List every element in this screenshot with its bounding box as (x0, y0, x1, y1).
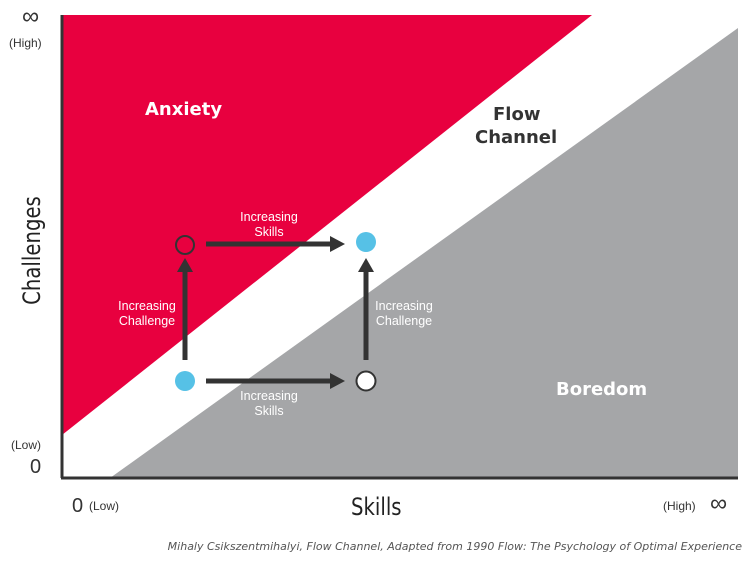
x-axis-title: Skills (351, 493, 402, 521)
bottom-increasing-skills-line2: Skills (254, 404, 284, 418)
node-bottom-left (175, 371, 195, 391)
y-axis-title: Challenges (18, 196, 46, 305)
right-increasing-challenge-line1: Increasing (375, 299, 433, 313)
caption: Mihaly Csikszentmihalyi, Flow Channel, A… (167, 540, 742, 553)
left-increasing-challenge: Increasing Challenge (108, 299, 186, 329)
anxiety-region (62, 15, 592, 435)
boredom-region (110, 28, 738, 478)
arrows (177, 236, 374, 389)
x-high-label: (High) (663, 499, 696, 513)
x-high-symbol: ∞ (710, 490, 728, 517)
y-low-label: (Low) (11, 438, 42, 452)
left-increasing-challenge-line1: Increasing (118, 299, 176, 313)
flow-channel-label-line1: Flow (493, 104, 541, 125)
bottom-increasing-skills-line1: Increasing (240, 389, 298, 403)
boredom-label: Boredom (556, 379, 648, 400)
x-low-label: (Low) (89, 499, 120, 513)
y-high-symbol: ∞ (22, 3, 40, 30)
node-bottom-right (355, 370, 377, 392)
flow-channel-label-line2: Channel (475, 127, 558, 148)
bottom-increasing-skills: Increasing Skills (230, 389, 308, 419)
node-top-left (175, 235, 195, 255)
y-zero-label: 0 (30, 456, 42, 478)
top-increasing-skills-line1: Increasing (240, 210, 298, 224)
right-increasing-challenge: Increasing Challenge (365, 299, 443, 329)
top-increasing-skills: Increasing Skills (230, 210, 308, 240)
node-top-right (356, 232, 376, 252)
right-increasing-challenge-line2: Challenge (375, 314, 433, 328)
anxiety-label: Anxiety (145, 99, 223, 120)
left-increasing-challenge-line2: Challenge (118, 314, 176, 328)
x-zero-label: 0 (72, 495, 84, 517)
top-increasing-skills-line2: Skills (254, 225, 284, 239)
y-high-label: (High) (9, 36, 42, 50)
